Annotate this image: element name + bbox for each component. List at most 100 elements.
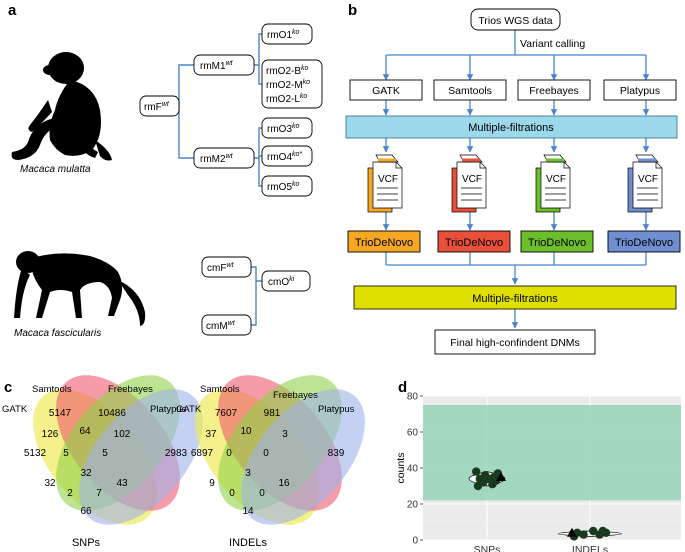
filter-bar-2-label: Multiple-filtrations <box>472 293 558 305</box>
point-circle <box>598 526 607 536</box>
vcf-doc-platypus: VCF <box>627 154 663 213</box>
panel-label-b: b <box>348 2 357 19</box>
caller-gatk: GATK <box>372 85 400 97</box>
venn-snps-val-sfp: 5 <box>102 448 108 459</box>
species-macaca-fascicularis: Macaca fascicularis <box>14 328 101 339</box>
triodenovo-freebayes: TrioDeNovo <box>528 237 586 249</box>
trios-wgs-label: Trios WGS data <box>478 15 552 27</box>
venn-snps-platypus <box>79 389 203 525</box>
variant-calling-label: Variant calling <box>520 38 585 50</box>
vcf-doc-samtools: VCF <box>451 154 487 213</box>
triodenovo-box-gatk <box>347 230 421 253</box>
venn-snps-label-freebayes: Freebayes <box>108 384 153 395</box>
vcf-doc-gatk: VCF <box>367 154 403 213</box>
node-cmO-label: cmOki <box>268 276 295 288</box>
venn-snps-val-fp: 102 <box>114 429 131 440</box>
y-tick-label: 0 <box>412 536 418 547</box>
y-tick-label: 40 <box>407 464 419 475</box>
venn-snps-label-platypus: Platypus <box>150 404 187 415</box>
triodenovo-gatk: TrioDeNovo <box>355 237 413 249</box>
node-rmO3 <box>261 117 313 139</box>
venn-snps-val-g: 5132 <box>24 448 47 459</box>
venn-indels-val-sp: 16 <box>278 478 290 489</box>
caller-box-platypus <box>603 79 677 101</box>
caller-box-gatk <box>349 79 423 101</box>
node-rmM1-label: rmM1wt <box>200 60 234 72</box>
node-rmO4-label: rmO4ko* <box>267 151 302 163</box>
venn-indels-label-gatk: GATK <box>176 404 202 415</box>
venn-indels-platypus <box>241 389 365 525</box>
venn-snps-label-samtools: Samtools <box>32 384 72 395</box>
venn-indels-val-gf: 9 <box>209 478 215 489</box>
x-tick-label: INDELs <box>572 544 608 552</box>
triodenovo-platypus: TrioDeNovo <box>615 237 673 249</box>
venn-snps: GATK Samtools Freebayes Platypus 5132 51… <box>2 375 203 549</box>
pedigree-lines <box>178 33 262 326</box>
node-rmO1 <box>261 23 313 45</box>
x-tick-label: SNPs <box>474 544 501 552</box>
venn-snps-val-f: 10486 <box>98 408 126 419</box>
triodenovo-box-freebayes <box>520 230 594 253</box>
caller-box-freebayes <box>517 79 591 101</box>
caller-platypus: Platypus <box>620 85 660 97</box>
triodenovo-box-platypus <box>607 230 681 253</box>
point-triangle <box>567 527 577 537</box>
node-rmM2 <box>193 147 255 169</box>
venn-indels-val-gp: 14 <box>242 506 254 517</box>
venn-indels-val-sfp: 0 <box>263 448 269 459</box>
venn-snps-val-gfp: 7 <box>96 488 102 499</box>
vcf-label-gatk: VCF <box>378 174 398 185</box>
venn-snps-val-sf: 64 <box>79 426 91 437</box>
venn-snps-val-gp: 66 <box>80 506 92 517</box>
venn-snps-title: SNPs <box>72 537 101 549</box>
node-rmO2L-label: rmO2-Lko <box>266 93 307 105</box>
final-dnms-label: Final high-confindent DNMs <box>450 337 580 349</box>
venn-snps-val-gs: 126 <box>42 429 59 440</box>
caller-freebayes: Freebayes <box>529 85 579 97</box>
caller-box-samtools <box>433 79 507 101</box>
triodenovo-samtools: TrioDeNovo <box>445 237 503 249</box>
venn-indels-val-gfp: 0 <box>259 488 265 499</box>
node-cmO <box>261 270 311 292</box>
venn-indels-val-sf: 10 <box>240 426 252 437</box>
venn-snps-val-sp: 43 <box>116 478 128 489</box>
filter-bar-2 <box>353 285 677 310</box>
venn-indels: GATK Samtools Freebayes Platypus 6897 76… <box>176 375 365 549</box>
node-rmO4 <box>261 145 313 167</box>
venn-snps-val-all: 32 <box>80 468 92 479</box>
venn-indels-val-all: 3 <box>245 468 251 479</box>
venn-indels-label-freebayes: Freebayes <box>273 390 318 401</box>
venn-snps-val-gsp: 2 <box>67 488 73 499</box>
node-cmF-label: cmFwt <box>207 262 235 274</box>
venn-indels-val-p: 839 <box>328 448 345 459</box>
point-circle <box>589 526 598 536</box>
venn-indels-val-f: 981 <box>264 408 281 419</box>
node-rmF-label: rmFwt <box>144 101 170 113</box>
point-triangle <box>496 472 506 481</box>
venn-indels-val-gsp: 0 <box>229 488 235 499</box>
point-circle <box>472 467 481 476</box>
panel-label-d: d <box>398 379 407 396</box>
y-tick-label: 60 <box>407 428 419 439</box>
y-tick-label: 20 <box>407 500 419 511</box>
node-cmM <box>201 314 252 336</box>
node-rmO5 <box>261 175 313 197</box>
venn-snps-val-gf: 32 <box>44 478 56 489</box>
venn-indels-label-platypus: Platypus <box>318 404 355 415</box>
node-rmO2M-label: rmO2-Mko <box>266 79 310 91</box>
node-cmF <box>201 256 252 278</box>
venn-indels-title: INDELs <box>229 537 267 549</box>
vcf-label-platypus: VCF <box>638 174 658 185</box>
venn-snps-label-gatk: GATK <box>2 404 28 415</box>
vcf-label-samtools: VCF <box>462 174 482 185</box>
caller-samtools: Samtools <box>448 85 492 97</box>
venn-snps-val-s: 5147 <box>49 408 72 419</box>
species-macaca-mulatta: Macaca mulatta <box>20 164 91 175</box>
node-rmF <box>139 95 180 117</box>
node-rmO3-label: rmO3ko <box>267 123 300 135</box>
filter-bar-1-label: Multiple-filtrations <box>468 122 554 134</box>
node-rmO5-label: rmO5ko <box>267 181 300 193</box>
macaca-fascicularis-silhouette <box>14 251 146 326</box>
y-tick-label: 80 <box>407 392 419 403</box>
